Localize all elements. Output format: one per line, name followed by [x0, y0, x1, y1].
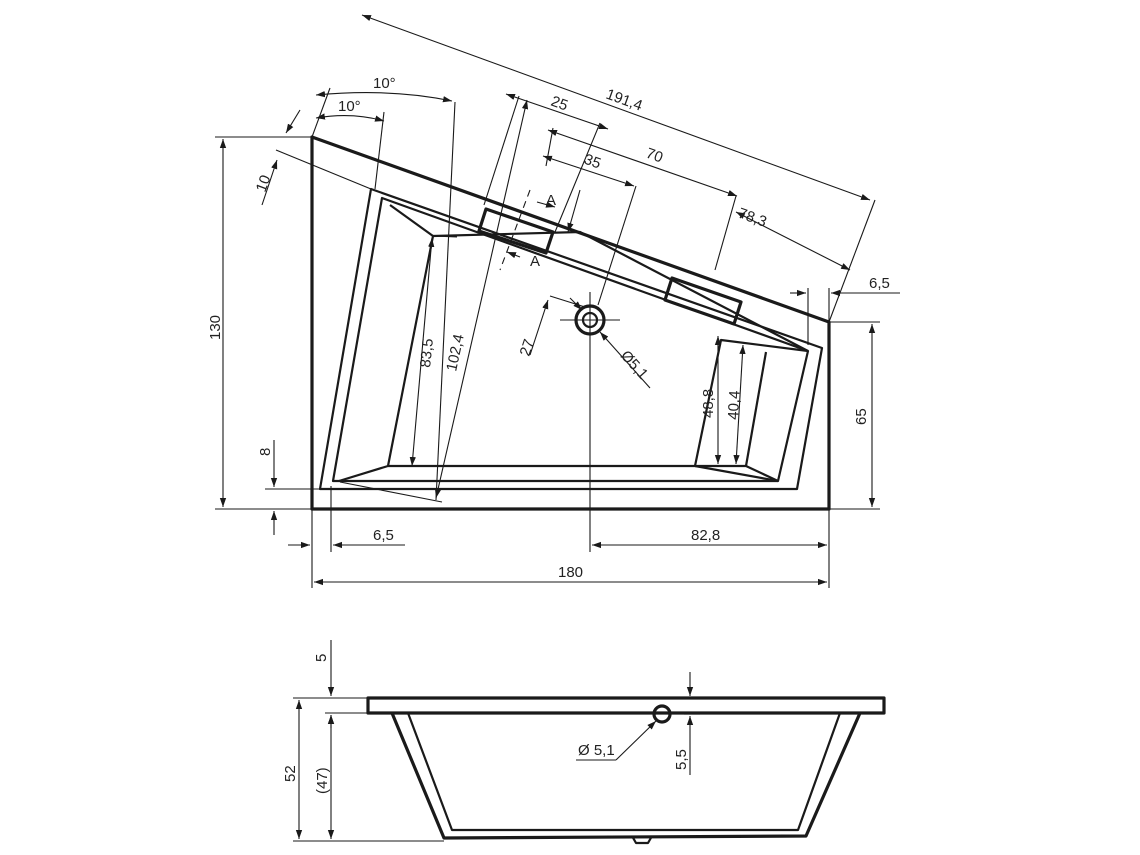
label-inner-depth-right: 48,8: [700, 389, 717, 418]
tub-plan-outline: [310, 135, 831, 511]
dim-rim-offset: 10: [253, 109, 372, 206]
dim-drain-from-right: 82,8: [592, 509, 830, 588]
label-inner-depth-left: 83,5: [417, 338, 437, 369]
label-height: 130: [207, 315, 224, 340]
label-width: 180: [558, 564, 583, 581]
dim-total-height: 52: [282, 700, 444, 842]
section-mark-bottom: A: [530, 253, 540, 270]
dim-inner-depth-diag: 102,4: [339, 99, 529, 503]
dim-right-offset: 78,3: [736, 205, 851, 271]
label-inner-depth-diag: 102,4: [443, 333, 467, 373]
dim-width: 180: [314, 564, 827, 586]
dim-overflow-diameter: Ø 5,1: [576, 720, 657, 761]
label-left-rim: 6,5: [373, 527, 394, 544]
label-total-height: 52: [282, 765, 299, 782]
section-mark-top: A: [546, 192, 556, 209]
dim-inner-height: (47): [314, 715, 335, 839]
dim-right-height: 65: [829, 321, 880, 510]
dim-rim-thickness: 5: [293, 640, 368, 728]
dim-inner-depth-right: 48,8: [700, 336, 722, 464]
label-angle-outer: 10°: [373, 75, 396, 92]
label-drain-from-right: 82,8: [691, 527, 720, 544]
label-right-height: 65: [853, 408, 870, 425]
label-handle-spacing: 25: [549, 93, 570, 115]
dim-right-rim: 6,5: [790, 275, 900, 345]
section-view: 5 52 (47) Ø 5,1 5,5: [282, 640, 886, 845]
dim-overflow-offset: 5,5: [673, 672, 700, 775]
label-drain-perpendicular: 27: [517, 337, 538, 358]
dim-drain-offset: 35: [542, 151, 637, 306]
label-drain-diameter: Ø5,1: [617, 347, 651, 383]
label-inner-height: (47): [314, 767, 331, 794]
label-overflow-diameter: Ø 5,1: [578, 742, 615, 759]
label-right-offset: 78,3: [736, 205, 769, 231]
dim-inner-length: 70: [545, 127, 738, 271]
label-drain-offset: 35: [582, 151, 603, 173]
label-overflow-offset: 5,5: [673, 749, 690, 770]
label-bottom-rim: 8: [257, 448, 274, 456]
label-rim-offset: 10: [253, 173, 275, 194]
plan-view: A A 191,4 10° 10° 10: [207, 14, 900, 588]
handle-right: [663, 276, 743, 326]
dim-angle-inner: 10°: [315, 98, 385, 190]
tub-section-outline: [366, 696, 886, 845]
dim-bottom-rim: 8: [257, 440, 320, 535]
dim-left-rim: 6,5: [288, 486, 405, 588]
overflow: [652, 704, 672, 724]
label-rim-thickness: 5: [313, 654, 330, 662]
dim-angle-outer: 10°: [315, 75, 456, 501]
label-inner-depth-right-inner: 40,4: [725, 390, 744, 420]
dim-inner-depth-right-inner: 40,4: [725, 344, 746, 465]
label-angle-inner: 10°: [338, 98, 361, 115]
drain: [560, 292, 620, 552]
label-right-rim: 6,5: [869, 275, 890, 292]
label-inner-length: 70: [644, 145, 665, 167]
dim-drain-diameter: Ø5,1: [569, 297, 651, 389]
